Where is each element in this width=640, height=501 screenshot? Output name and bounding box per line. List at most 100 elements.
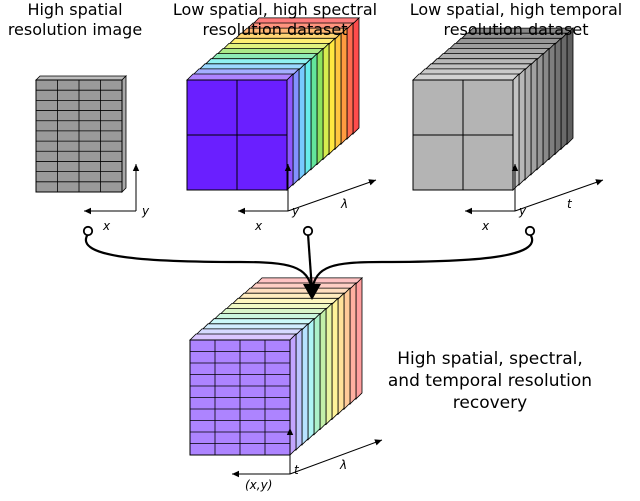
arrow-head	[374, 439, 382, 446]
arrow-head	[84, 207, 91, 215]
arrow-head	[511, 164, 519, 171]
layer-side	[518, 67, 526, 186]
layer-side	[524, 62, 532, 181]
spectral-lambda-axis-label: λ	[341, 197, 349, 211]
temporal-x-arrow	[465, 207, 515, 215]
layer-side	[340, 27, 348, 146]
connector-node-center	[302, 225, 314, 237]
arrow-head	[238, 207, 245, 215]
recovery-cube	[189, 276, 363, 456]
recovery-lambda-axis-label: λ	[340, 458, 348, 472]
layer-side	[343, 287, 351, 411]
spatial-y-axis-label: y	[142, 204, 150, 218]
recovery-layer	[189, 333, 297, 456]
spatial-title-line2: resolution image	[7, 20, 143, 39]
layer-side	[566, 27, 574, 146]
layer-side	[512, 73, 520, 191]
temporal-y-axis-label: y	[519, 204, 527, 218]
layer-side	[301, 322, 309, 446]
arrow-head	[284, 164, 292, 171]
plate-side	[121, 75, 127, 193]
merge-connector	[82, 225, 536, 300]
spectral-dataset-stack	[186, 16, 360, 191]
layer-side	[322, 42, 330, 161]
layer-side	[307, 317, 315, 441]
layer-side	[325, 302, 333, 426]
layer-top	[186, 73, 294, 81]
recovery-xy-arrow	[232, 470, 290, 478]
temporal-t-arrow	[514, 179, 604, 212]
temporal-title-line2: resolution dataset	[443, 20, 589, 39]
arrow-head	[286, 428, 294, 435]
connector-arrow-head	[303, 284, 321, 300]
spectral-title-line1: Low spatial, high spectral	[172, 0, 378, 19]
layer-side	[292, 67, 300, 186]
layer-side	[530, 57, 538, 176]
connector-right	[310, 233, 534, 291]
recovery-xy-axis-label: (x,y)	[245, 478, 273, 492]
spectral-x-arrow	[238, 207, 288, 215]
spectral-y-axis-label: y	[292, 204, 300, 218]
layer-side	[304, 57, 312, 176]
layer-side	[548, 42, 556, 161]
recovery-t-axis-label: t	[294, 463, 299, 477]
spectral-layer	[186, 73, 294, 191]
spatial-y-arrow	[132, 164, 140, 211]
recovery-t-arrow	[286, 428, 294, 474]
spectral-lambda-arrow	[287, 179, 377, 212]
layer-side	[536, 52, 544, 171]
layer-top	[412, 73, 520, 81]
temporal-dataset-stack	[412, 27, 574, 191]
layer-side	[337, 292, 345, 416]
arrow-head	[595, 179, 603, 186]
layer-side	[355, 276, 363, 400]
connector-node-left	[82, 225, 94, 237]
axes-group	[84, 164, 604, 478]
temporal-layer	[412, 73, 520, 191]
connector-left	[84, 233, 314, 291]
layer-side	[346, 22, 354, 140]
arrow-head	[465, 207, 472, 215]
layer-side	[295, 327, 303, 451]
layer-side	[331, 297, 339, 421]
layer-side	[328, 37, 336, 156]
layer-side	[316, 47, 324, 166]
layer-top	[189, 333, 297, 341]
spectral-x-axis-label: x	[255, 219, 263, 233]
arrow-head	[132, 164, 140, 171]
recovery-title-line3: recovery	[452, 393, 528, 413]
layer-side	[319, 307, 327, 431]
layer-side	[313, 312, 321, 436]
spatial-image-stack	[35, 75, 127, 193]
spatial-x-axis-label: x	[103, 219, 111, 233]
arrow-head	[232, 470, 239, 478]
layer-side	[298, 62, 306, 181]
recovery-title-line2: and temporal resolution	[387, 371, 593, 391]
connector-node-right	[524, 225, 536, 237]
temporal-title-line1: Low spatial, high temporal	[409, 0, 623, 19]
layer-side	[542, 47, 550, 166]
layer-side	[289, 333, 297, 456]
layer-side	[560, 32, 568, 151]
spectral-y-arrow	[284, 164, 292, 211]
layer-side	[334, 32, 342, 151]
connector-center	[306, 233, 314, 291]
temporal-x-axis-label: x	[482, 219, 490, 233]
spatial-x-arrow	[84, 207, 136, 215]
temporal-t-axis-label: t	[567, 197, 572, 211]
arrow-head	[368, 179, 376, 186]
spatial-title-line1: High spatial	[27, 0, 123, 19]
layer-side	[554, 37, 562, 156]
layer-side	[349, 282, 357, 405]
spectral-title-line2: resolution dataset	[202, 20, 348, 39]
axis-line	[514, 179, 604, 212]
axis-line	[289, 439, 383, 475]
recovery-title-line1: High spatial, spectral,	[397, 349, 583, 369]
temporal-y-arrow	[511, 164, 519, 211]
axis-line	[287, 179, 377, 212]
recovery-lambda-arrow	[289, 439, 383, 475]
layer-side	[310, 52, 318, 171]
plate-top	[35, 75, 127, 81]
